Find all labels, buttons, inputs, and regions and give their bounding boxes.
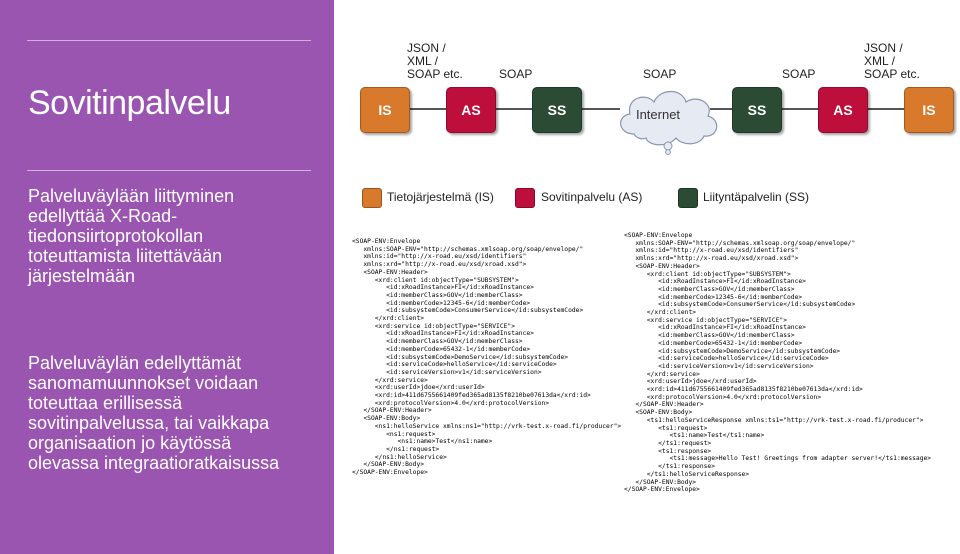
xml-line: <id:xRoadInstance>FI</id:xRoadInstance> (352, 284, 534, 292)
xml-line: <xrd:id>411d6755661409fed365ad8135f8210b… (352, 392, 591, 400)
connector-as-is-right (866, 108, 904, 110)
xml-request: <SOAP-ENV:Envelope xmlns:SOAP-ENV="http:… (352, 238, 622, 520)
xml-line: xmlns:id="http://x-road.eu/xsd/identifie… (352, 253, 527, 261)
xml-line: <id:xRoadInstance>FI</id:xRoadInstance> (624, 324, 806, 332)
box-ss-left: SS (532, 87, 582, 133)
xml-line: </xrd:client> (624, 309, 697, 317)
xml-line: </ts1:helloServiceResponse> (624, 470, 750, 478)
xml-line: </SOAP-ENV:Header> (352, 407, 432, 415)
xml-line: xmlns:SOAP-ENV="http://schemas.xmlsoap.o… (352, 245, 584, 253)
legend-label-ss: Liityntäpalvelin (SS) (703, 190, 810, 204)
legend-label-as: Sovitinpalvelu (AS) (541, 190, 643, 204)
soap-label-1: SOAP (499, 67, 533, 81)
xml-line: <xrd:protocolVersion>4.0</xrd:protocolVe… (624, 393, 822, 401)
side-panel: Sovitinpalvelu Palveluväylään liittymine… (0, 0, 334, 554)
xml-line: xmlns:SOAP-ENV="http://schemas.xmlsoap.o… (624, 239, 856, 247)
xml-line: <id:memberCode>65432-1</id:memberCode> (624, 339, 803, 347)
xml-line: </SOAP-ENV:Body> (624, 478, 697, 486)
xml-line: <ts1:message>Hello Test! Greetings from … (624, 455, 932, 463)
xml-line: <xrd:client id:objectType="SUBSYSTEM"> (352, 276, 519, 284)
xml-line: <id:subsystemCode>ConsumerService</id:su… (624, 301, 856, 309)
xml-line: </xrd:service> (352, 376, 428, 384)
xml-line: </SOAP-ENV:Body> (352, 461, 425, 469)
xml-line: <ns1:name>Test</ns1:name> (352, 438, 493, 446)
xml-line: <ts1:response> (624, 447, 712, 455)
xml-line: <id:subsystemCode>DemoService</id:subsys… (352, 353, 569, 361)
xml-line: <xrd:userId>jdoe</xrd:userId> (352, 384, 485, 392)
xml-line: <ns1:helloService xmlns:ns1="http://vrk-… (352, 422, 622, 430)
internet-cloud-icon: Internet (620, 90, 718, 155)
xml-line: <SOAP-ENV:Envelope (624, 232, 693, 239)
xml-line: <id:xRoadInstance>FI</id:xRoadInstance> (624, 278, 806, 286)
legend-swatch-as (515, 188, 535, 208)
xml-line: <SOAP-ENV:Body> (352, 415, 421, 423)
xml-line: <ts1:helloServiceResponse xmlns:ts1="htt… (624, 416, 924, 424)
box-ss-right: SS (732, 87, 782, 133)
soap-label-2: SOAP (643, 67, 677, 81)
xml-line: <SOAP-ENV:Header> (624, 262, 700, 270)
paragraph-requirement: Palveluväylään liittyminen edellyttää X-… (28, 186, 235, 286)
connector-is-as-left (408, 108, 448, 110)
box-as-right: AS (818, 87, 868, 133)
xml-line: <id:serviceCode>helloService</id:service… (352, 361, 557, 369)
xml-line: <id:subsystemCode>ConsumerService</id:su… (352, 307, 584, 315)
protocol-label-left: JSON / XML / SOAP etc. (407, 41, 463, 81)
xml-line: </ts1:request> (624, 439, 712, 447)
connector-ss-as-right (780, 108, 818, 110)
xml-line: <xrd:protocolVersion>4.0</xrd:protocolVe… (352, 399, 550, 407)
xml-line: <id:memberClass>GOV</id:memberClass> (352, 338, 523, 346)
connector-as-ss-left (494, 108, 534, 110)
xml-line: <SOAP-ENV:Body> (624, 409, 693, 417)
xml-line: </SOAP-ENV:Envelope> (352, 469, 428, 477)
legend-swatch-ss (678, 188, 698, 208)
connector-internet-ss (710, 108, 732, 110)
xml-line: </SOAP-ENV:Header> (624, 401, 704, 409)
xml-line: </SOAP-ENV:Envelope> (624, 486, 700, 494)
xml-line: <id:serviceVersion>v1</id:serviceVersion… (624, 362, 814, 370)
xml-line: </xrd:service> (624, 370, 700, 378)
legend-swatch-is (362, 188, 382, 208)
xml-line: xmlns:id="http://x-road.eu/xsd/identifie… (624, 247, 799, 255)
xml-line: <SOAP-ENV:Header> (352, 268, 428, 276)
xml-line: <id:memberClass>GOV</id:memberClass> (352, 291, 523, 299)
box-as-left: AS (446, 87, 496, 133)
xml-line: </ts1:response> (624, 463, 715, 471)
xml-line: <id:serviceVersion>v1</id:serviceVersion… (352, 368, 542, 376)
paragraph-adapter: Palveluväylän edellyttämät sanomamuunnok… (28, 353, 280, 473)
xml-line: xmlns:xrd="http://x-road.eu/xsd/xroad.xs… (624, 255, 799, 263)
xml-line: <id:subsystemCode>DemoService</id:subsys… (624, 347, 841, 355)
box-is-left: IS (360, 87, 410, 133)
xml-line: </ns1:helloService> (352, 453, 447, 461)
top-divider (27, 40, 311, 41)
xml-response: <SOAP-ENV:Envelope xmlns:SOAP-ENV="http:… (624, 232, 958, 528)
xml-line: <id:memberCode>12345-6</id:memberCode> (352, 299, 531, 307)
soap-label-3: SOAP (782, 67, 816, 81)
xml-line: <xrd:id>411d6755661409fed365ad8135f8210b… (624, 386, 863, 394)
protocol-label-right: JSON / XML / SOAP etc. (864, 41, 920, 81)
xml-line: <ts1:name>Test</ts1:name> (624, 432, 765, 440)
xml-line: <id:memberCode>12345-6</id:memberCode> (624, 293, 803, 301)
xml-line: <xrd:userId>jdoe</xrd:userId> (624, 378, 757, 386)
xml-line: <id:xRoadInstance>FI</id:xRoadInstance> (352, 330, 534, 338)
xml-line: <id:memberClass>GOV</id:memberClass> (624, 332, 795, 340)
xml-line: <xrd:service id:objectType="SERVICE"> (352, 322, 516, 330)
xml-line: <id:serviceCode>helloService</id:service… (624, 355, 829, 363)
connector-ss-internet (580, 108, 620, 110)
xml-line: <id:memberClass>GOV</id:memberClass> (624, 285, 795, 293)
middle-divider (27, 170, 311, 171)
xml-line: </ns1:request> (352, 445, 440, 453)
box-is-right: IS (904, 87, 954, 133)
xml-line: xmlns:xrd="http://x-road.eu/xsd/xroad.xs… (352, 261, 527, 269)
xml-line: <xrd:service id:objectType="SERVICE"> (624, 316, 788, 324)
xml-line: <id:memberCode>65432-1</id:memberCode> (352, 345, 531, 353)
xml-line: <SOAP-ENV:Envelope (352, 238, 421, 245)
cloud-label: Internet (636, 107, 680, 122)
xml-line: <ns1:request> (352, 430, 436, 438)
legend-label-is: Tietojärjestelmä (IS) (387, 190, 494, 204)
xml-line: </xrd:client> (352, 315, 425, 323)
slide-title: Sovitinpalvelu (28, 84, 231, 122)
xml-line: <xrd:client id:objectType="SUBSYSTEM"> (624, 270, 791, 278)
xml-line: <ts1:request> (624, 424, 708, 432)
